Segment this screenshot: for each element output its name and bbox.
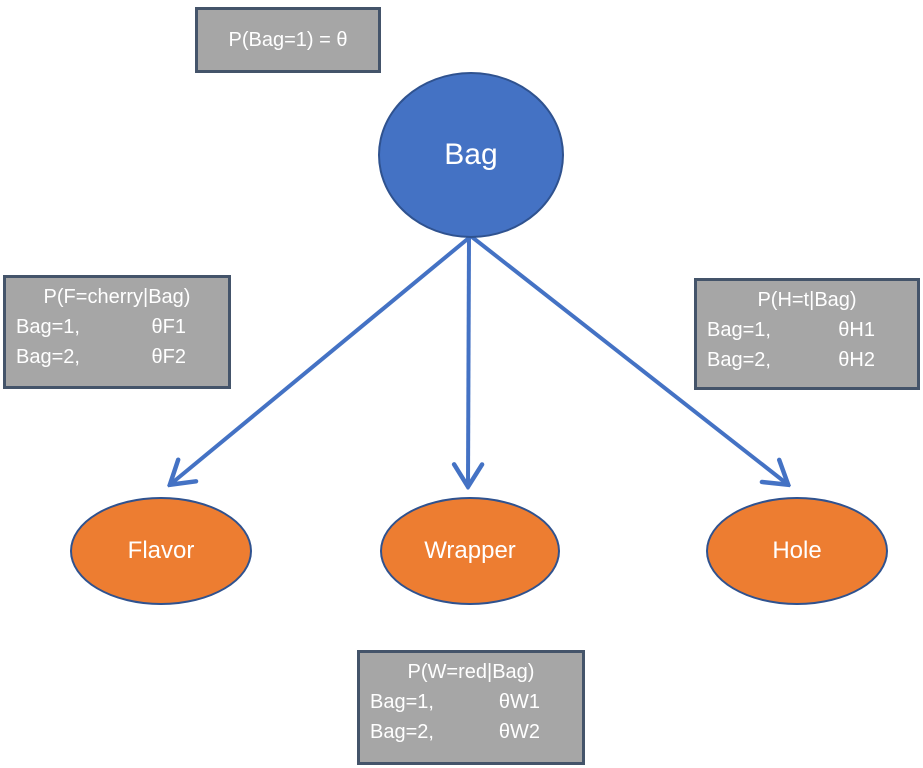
- node-flavor: Flavor: [70, 497, 252, 605]
- node-wrapper: Wrapper: [380, 497, 560, 605]
- row-parameter: θW2: [498, 721, 540, 743]
- row-condition: Bag=2,: [370, 721, 434, 743]
- table-row: Bag=1, θW1: [360, 687, 582, 717]
- table-wrapper-cpt: P(W=red|Bag) Bag=1, θW1 Bag=2, θW2: [357, 650, 585, 765]
- table-bag-prior-title: P(Bag=1) = θ: [228, 28, 348, 51]
- row-condition: Bag=2,: [707, 349, 771, 371]
- edge-bag-wrapper: [468, 236, 469, 484]
- table-flavor-cpt: P(F=cherry|Bag) Bag=1, θF1 Bag=2, θF2: [3, 275, 231, 389]
- table-hole-cpt: P(H=t|Bag) Bag=1, θH1 Bag=2, θH2: [694, 278, 920, 390]
- table-hole-title: P(H=t|Bag): [757, 289, 857, 311]
- row-condition: Bag=1,: [370, 691, 434, 713]
- table-row: Bag=2, θF2: [6, 342, 228, 372]
- row-parameter: θF2: [151, 346, 186, 368]
- row-parameter: θF1: [151, 316, 186, 338]
- row-condition: Bag=1,: [16, 316, 80, 338]
- row-parameter: θH1: [838, 319, 875, 341]
- table-flavor-title: P(F=cherry|Bag): [43, 286, 191, 308]
- table-row: Bag=2, θH2: [697, 345, 917, 375]
- node-hole: Hole: [706, 497, 888, 605]
- row-condition: Bag=2,: [16, 346, 80, 368]
- node-bag: Bag: [378, 72, 564, 238]
- row-condition: Bag=1,: [707, 319, 771, 341]
- node-flavor-label: Flavor: [127, 537, 195, 564]
- table-wrapper-title: P(W=red|Bag): [407, 661, 535, 683]
- table-bag-prior: P(Bag=1) = θ: [195, 7, 381, 73]
- table-row: Bag=2, θW2: [360, 717, 582, 747]
- node-wrapper-label: Wrapper: [424, 537, 516, 564]
- node-hole-label: Hole: [772, 537, 822, 564]
- node-bag-label: Bag: [444, 138, 498, 171]
- table-row: Bag=1, θH1: [697, 315, 917, 345]
- row-parameter: θH2: [838, 349, 875, 371]
- table-row: Bag=1, θF1: [6, 312, 228, 342]
- row-parameter: θW1: [498, 691, 540, 713]
